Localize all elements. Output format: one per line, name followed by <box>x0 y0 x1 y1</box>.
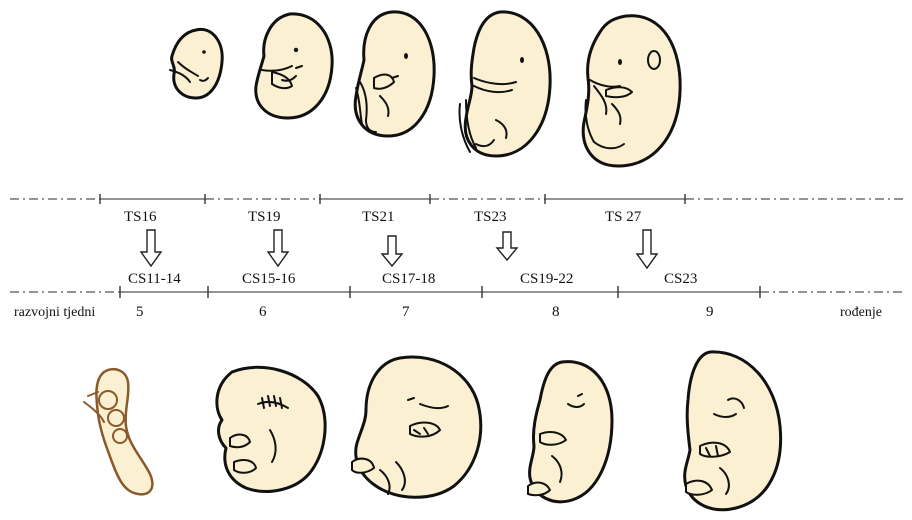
arrow-down-icon <box>268 230 288 266</box>
stage-arrows <box>141 230 657 268</box>
human-embryo-cs15-16 <box>217 367 325 491</box>
week-label-9: 9 <box>706 305 714 320</box>
human-embryo-cs19-22 <box>528 362 612 502</box>
ts-label-ts19: TS19 <box>248 210 281 225</box>
week-axis-label: razvojni tjedni <box>14 306 95 320</box>
arrow-down-icon <box>637 230 657 268</box>
ts-label-ts23: TS23 <box>474 210 507 225</box>
week-label-6: 6 <box>259 305 267 320</box>
cs-label-cs17-18: CS17-18 <box>382 272 435 287</box>
cs-label-cs15-16: CS15-16 <box>242 272 295 287</box>
cs-label-cs19-22: CS19-22 <box>520 272 573 287</box>
week-axis <box>10 286 906 298</box>
week-label-7: 7 <box>402 305 410 320</box>
ts-label-ts27: TS 27 <box>605 210 641 225</box>
human-embryo-cs11-14 <box>84 369 152 494</box>
human-embryo-cs17-18 <box>352 357 481 497</box>
human-embryo-cs23 <box>685 352 781 510</box>
cs-label-cs23: CS23 <box>664 272 697 287</box>
mouse-embryo-ts19 <box>256 14 332 118</box>
mouse-embryo-ts23 <box>459 12 550 156</box>
mouse-embryo-ts21 <box>355 12 434 136</box>
birth-label: rođenje <box>840 306 882 320</box>
cs-label-cs11-14: CS11-14 <box>128 272 181 287</box>
ts-label-ts21: TS21 <box>362 210 395 225</box>
ts-label-ts16: TS16 <box>124 210 157 225</box>
week-label-8: 8 <box>552 305 560 320</box>
arrow-down-icon <box>141 230 161 266</box>
week-label-5: 5 <box>136 305 144 320</box>
mouse-embryo-ts27 <box>583 16 680 166</box>
mouse-embryo-ts16 <box>170 29 222 98</box>
arrow-down-icon <box>497 232 517 260</box>
ts-axis <box>10 194 906 204</box>
arrow-down-icon <box>382 236 402 266</box>
